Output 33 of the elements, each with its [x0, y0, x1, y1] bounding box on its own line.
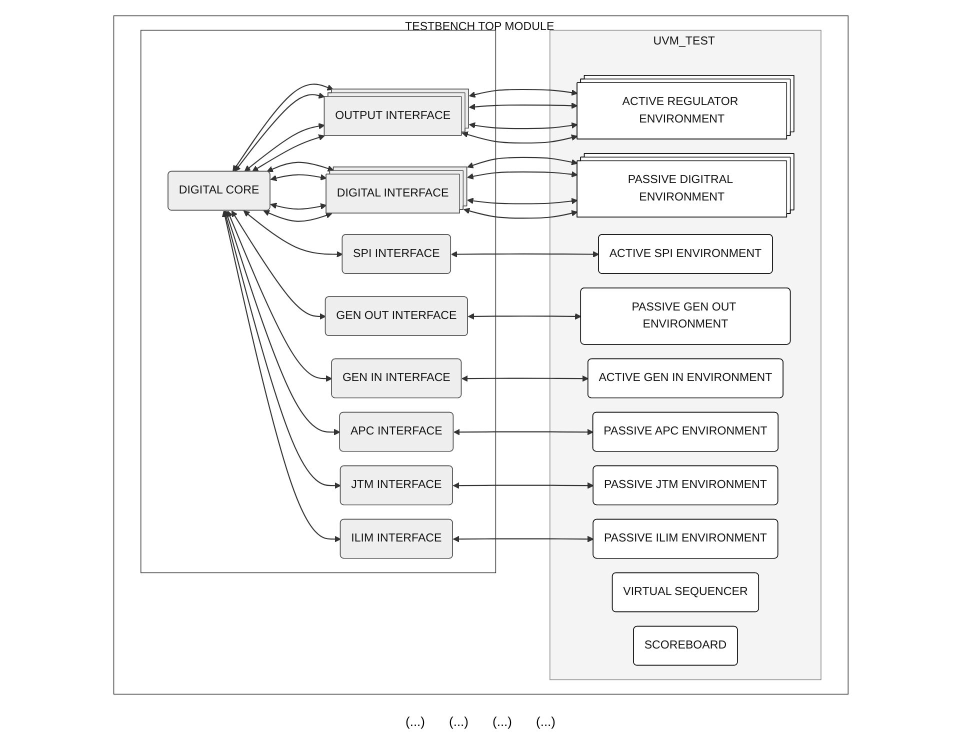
ellipsis-note: (...) [492, 714, 512, 729]
arrow [234, 92, 324, 172]
arrow [244, 123, 324, 172]
arrow [461, 375, 588, 382]
arrow [270, 202, 326, 210]
arrow [453, 428, 593, 436]
arrow [232, 84, 334, 172]
arrow [463, 208, 578, 219]
arrow [452, 536, 594, 542]
arrow [242, 210, 342, 258]
arrow [222, 210, 340, 542]
ellipsis-note: (...) [536, 714, 556, 729]
cluster [140, 30, 496, 574]
arrow [230, 210, 326, 320]
arrow [450, 251, 599, 258]
arrow [468, 122, 578, 130]
arrow [461, 131, 578, 144]
arrow [466, 198, 578, 204]
arrow [270, 174, 326, 182]
arrow [266, 162, 334, 172]
ellipsis-note: (...) [406, 714, 425, 729]
arrow [467, 313, 581, 320]
arrow [468, 102, 578, 110]
arrow [262, 210, 332, 222]
arrow [466, 171, 578, 180]
arrow [222, 210, 340, 489]
ellipsis-note: (...) [449, 714, 468, 729]
arrow [224, 210, 340, 436]
arrow [226, 210, 332, 382]
arrow [468, 88, 578, 98]
arrow [452, 482, 594, 489]
arrow [252, 134, 324, 172]
arrow [466, 156, 578, 168]
